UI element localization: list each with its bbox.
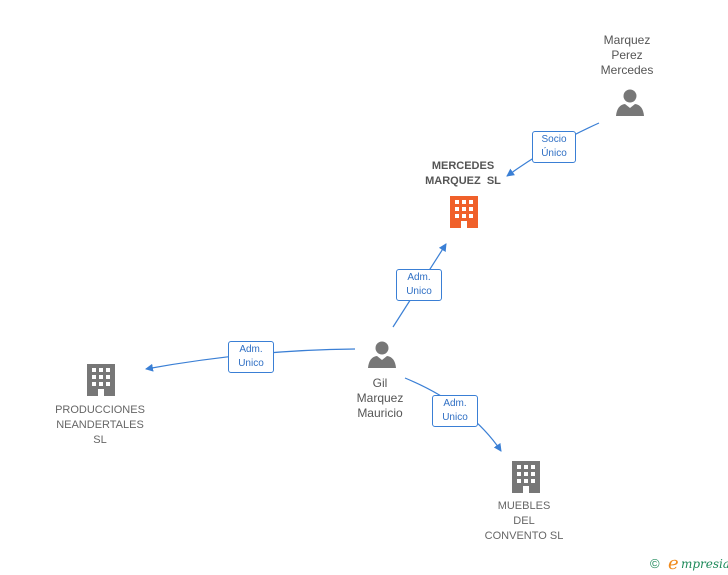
node-label-line: Perez	[611, 48, 643, 62]
node-label-line: Marquez	[356, 391, 404, 405]
node-label-line: CONVENTO SL	[484, 530, 564, 542]
edge-label-line: Unico	[406, 286, 432, 297]
node-label-marquez-perez-mercedes[interactable]: Marquez Perez Mercedes	[580, 33, 674, 78]
edge-label-line: Unico	[238, 358, 264, 369]
node-label-line: Mercedes	[600, 63, 654, 77]
node-label-line: MERCEDES	[431, 160, 495, 172]
copyright-symbol: ©	[650, 556, 660, 571]
node-label-line: NEANDERTALES	[56, 419, 144, 431]
edge-label-line: Unico	[442, 412, 468, 423]
node-label-line: DEL	[513, 515, 535, 527]
edge-label-adm-unico: Adm. Unico	[432, 395, 478, 427]
edge-label-line: Adm.	[239, 344, 263, 355]
edge-label-line: Adm.	[407, 272, 431, 283]
node-label-gil-marquez-mauricio[interactable]: Gil Marquez Mauricio	[340, 376, 420, 421]
edge-label-line: Socio	[541, 134, 567, 145]
edge-label-line: Adm.	[443, 398, 467, 409]
edge-label-line: Único	[541, 148, 567, 159]
node-label-mercedes-marquez-sl[interactable]: MERCEDES MARQUEZ SL	[404, 159, 522, 189]
node-label-line: MARQUEZ SL	[425, 175, 501, 187]
edge-label-adm-unico: Adm. Unico	[228, 341, 274, 373]
node-label-line: Marquez	[603, 33, 651, 47]
person-icon[interactable]	[368, 341, 396, 369]
building-icon[interactable]	[450, 196, 478, 228]
node-label-line: Gil	[372, 376, 388, 390]
brand-logo-text: mpresia	[681, 557, 728, 571]
person-icon[interactable]	[616, 89, 644, 117]
node-label-line: MUEBLES	[497, 500, 551, 512]
edge-label-socio-unico: Socio Único	[532, 131, 576, 163]
node-label-line: SL	[93, 434, 107, 446]
building-icon[interactable]	[512, 461, 540, 493]
node-label-producciones-neandertales-sl[interactable]: PRODUCCIONES NEANDERTALES SL	[40, 403, 160, 448]
node-label-line: Mauricio	[357, 406, 403, 420]
node-label-line: PRODUCCIONES	[55, 404, 145, 416]
building-icon[interactable]	[87, 364, 115, 396]
edge-label-adm-unico: Adm. Unico	[396, 269, 442, 301]
brand-logo-e: e	[668, 553, 679, 574]
node-label-muebles-del-convento-sl[interactable]: MUEBLES DEL CONVENTO SL	[470, 499, 578, 544]
